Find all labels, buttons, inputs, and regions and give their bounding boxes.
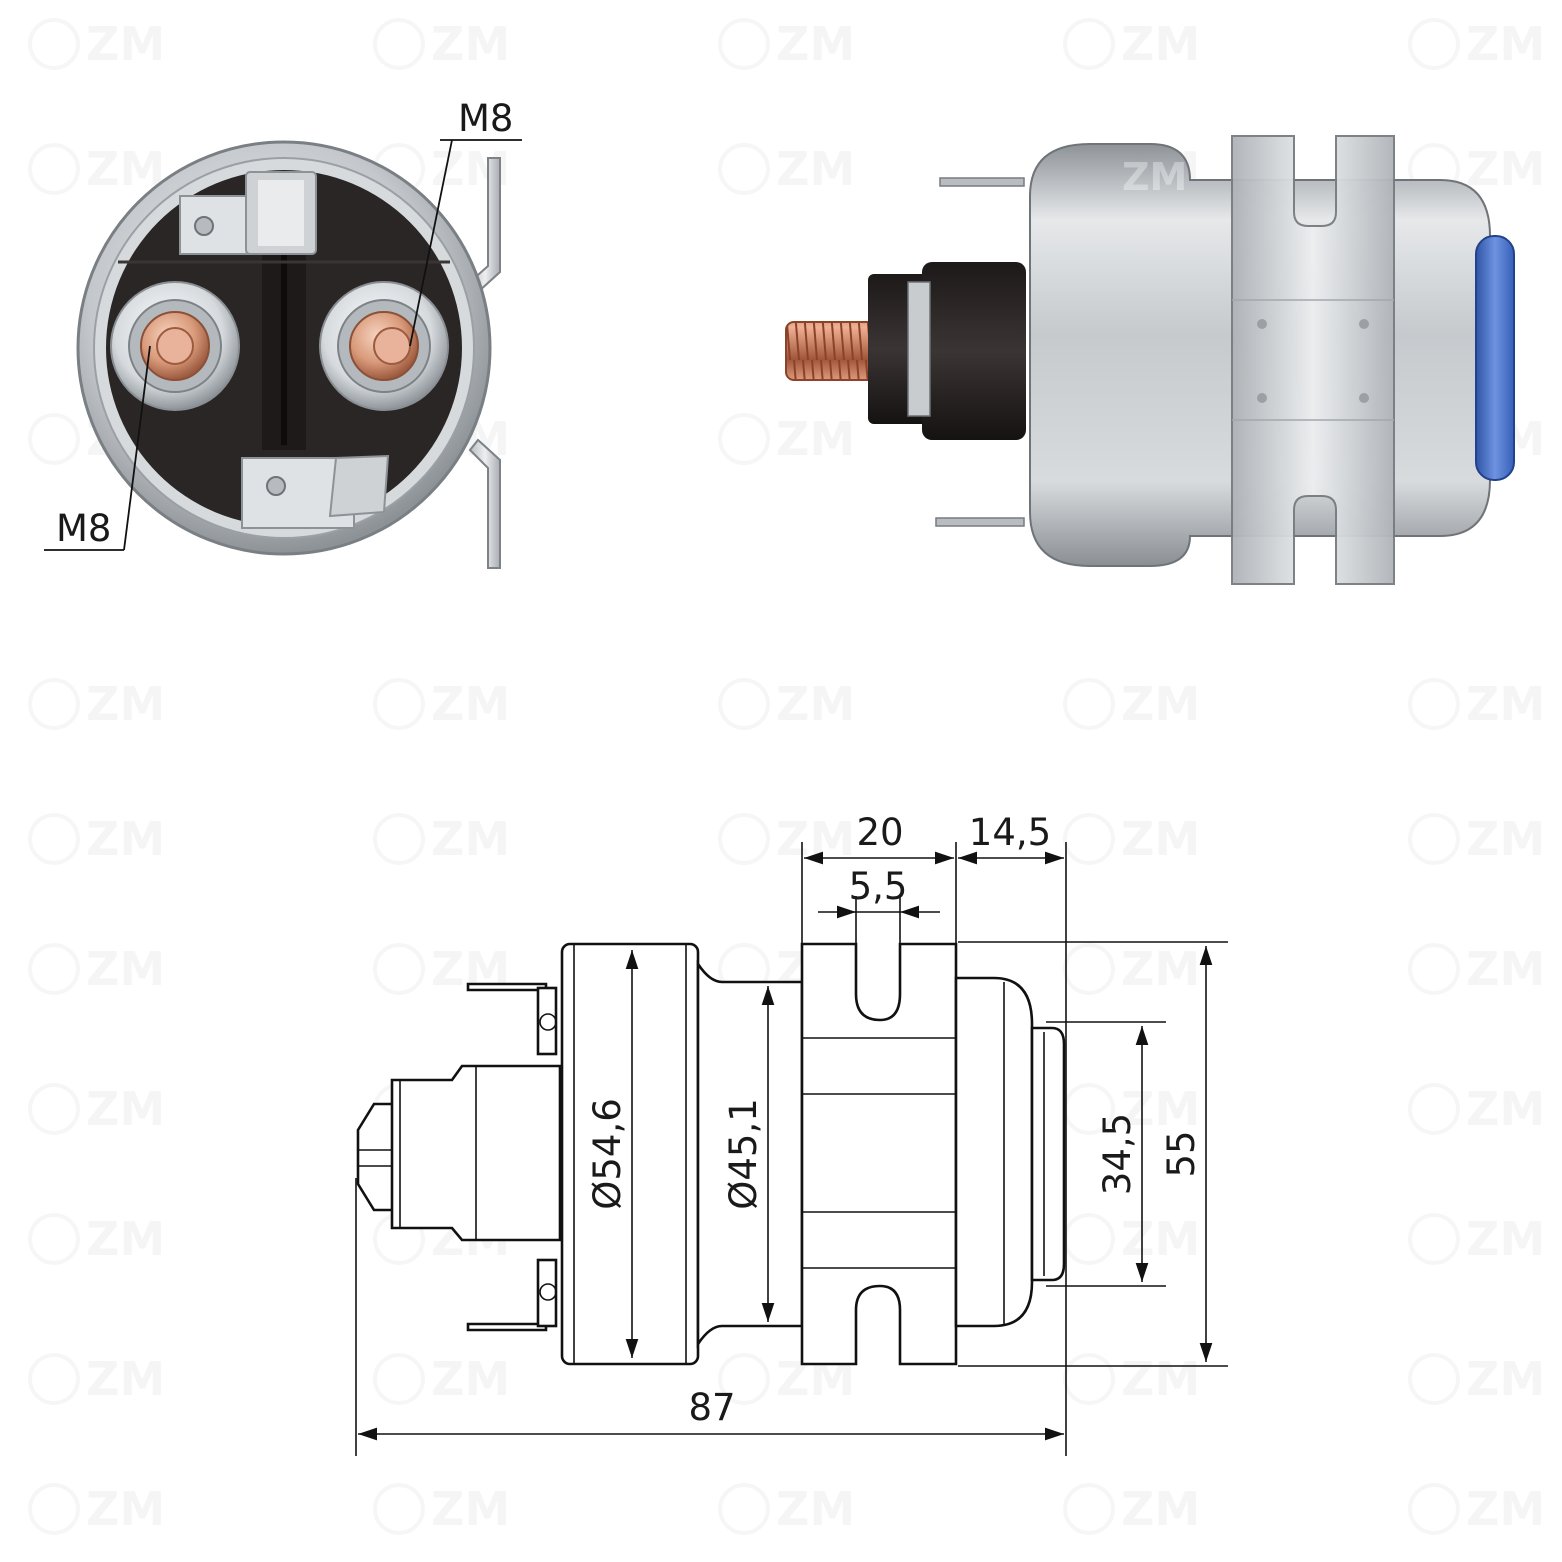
dim-total-length: 87 bbox=[688, 1386, 735, 1429]
bottom-spade-terminal bbox=[241, 454, 390, 529]
dim-cap-height: 34,5 bbox=[1096, 1113, 1139, 1195]
label-m8-top: M8 bbox=[458, 97, 513, 140]
mounting-bracket-side bbox=[1231, 135, 1395, 585]
can-badge-text: ZM bbox=[1122, 155, 1187, 199]
left-main-terminal bbox=[110, 281, 240, 411]
dim-slot-span: 20 bbox=[856, 811, 903, 854]
top-spade-terminal bbox=[179, 171, 317, 255]
dim-flange-diameter: Ø54,6 bbox=[586, 1098, 629, 1210]
lower-spade-tab bbox=[935, 517, 1025, 527]
drawing-outline bbox=[356, 942, 1066, 1366]
dim-rear-offset: 14,5 bbox=[969, 811, 1051, 854]
dim-slot-width: 5,5 bbox=[849, 865, 908, 908]
upper-spade-tab bbox=[939, 177, 1025, 187]
label-m8-bottom: M8 bbox=[56, 507, 111, 550]
extension-lines bbox=[355, 842, 1228, 1456]
blue-end-cap bbox=[1475, 235, 1515, 481]
dim-body-diameter: Ø45,1 bbox=[722, 1098, 765, 1210]
dim-total-height: 55 bbox=[1160, 1130, 1203, 1177]
dimension-lines bbox=[358, 851, 1213, 1441]
